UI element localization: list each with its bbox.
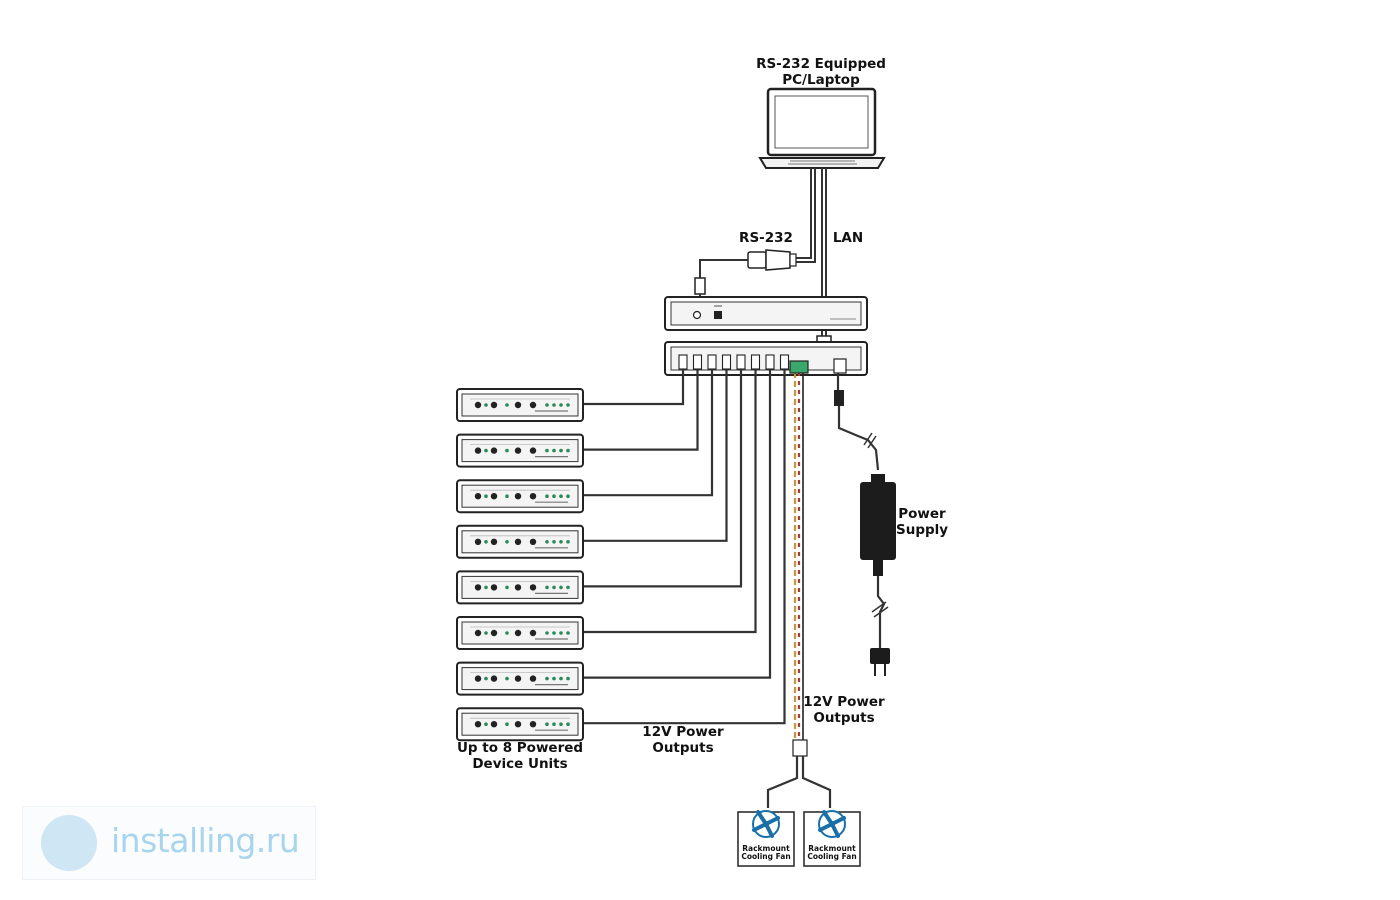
power-cable <box>583 370 786 725</box>
device-unit <box>456 433 584 468</box>
power-plug-icon <box>870 648 890 676</box>
power-cable <box>583 370 772 679</box>
power-cable <box>583 370 685 406</box>
device-unit <box>456 479 584 514</box>
watermark-text: installing.ru <box>111 821 300 860</box>
power-cable <box>583 370 757 634</box>
output-port <box>750 354 761 370</box>
cooling-fan-2 <box>803 810 861 867</box>
device-unit <box>456 616 584 650</box>
output-port <box>779 354 790 370</box>
watermark: installing.ru <box>22 806 316 880</box>
power-output-wires <box>766 360 832 808</box>
power-cable <box>583 370 714 497</box>
device-unit <box>456 524 584 559</box>
watermark-logo-icon <box>41 815 97 871</box>
power-supply-label: Power Supply <box>896 506 949 538</box>
output-port <box>707 354 717 370</box>
device-unit <box>456 707 584 742</box>
cooling-fan-1 <box>737 810 795 867</box>
fan-2-label: Rackmount Cooling Fan <box>807 844 857 861</box>
output-port <box>678 354 688 370</box>
laptop-label: RS-232 Equipped PC/Laptop <box>756 56 886 88</box>
output-port <box>736 354 746 370</box>
output-port <box>721 354 732 370</box>
power-supply-icon <box>860 474 896 650</box>
rs232-label: RS-232 <box>739 230 793 246</box>
device-unit <box>456 570 584 605</box>
device-units-label: Up to 8 Powered Device Units <box>456 740 584 772</box>
device-unit <box>456 661 584 696</box>
fan-1-label: Rackmount Cooling Fan <box>741 844 791 861</box>
device-unit <box>456 388 584 422</box>
lan-label: LAN <box>832 230 864 246</box>
power-supply-cable <box>833 358 880 471</box>
power-cable <box>583 370 743 588</box>
power-outputs-label-left: 12V Power Outputs <box>642 724 724 756</box>
power-cable <box>583 370 728 542</box>
power-cable <box>583 370 699 451</box>
output-port <box>692 354 703 370</box>
output-port <box>765 354 775 370</box>
power-outputs-label-right: 12V Power Outputs <box>803 694 885 726</box>
laptop-icon <box>758 87 886 169</box>
rack-unit-top <box>664 296 868 331</box>
